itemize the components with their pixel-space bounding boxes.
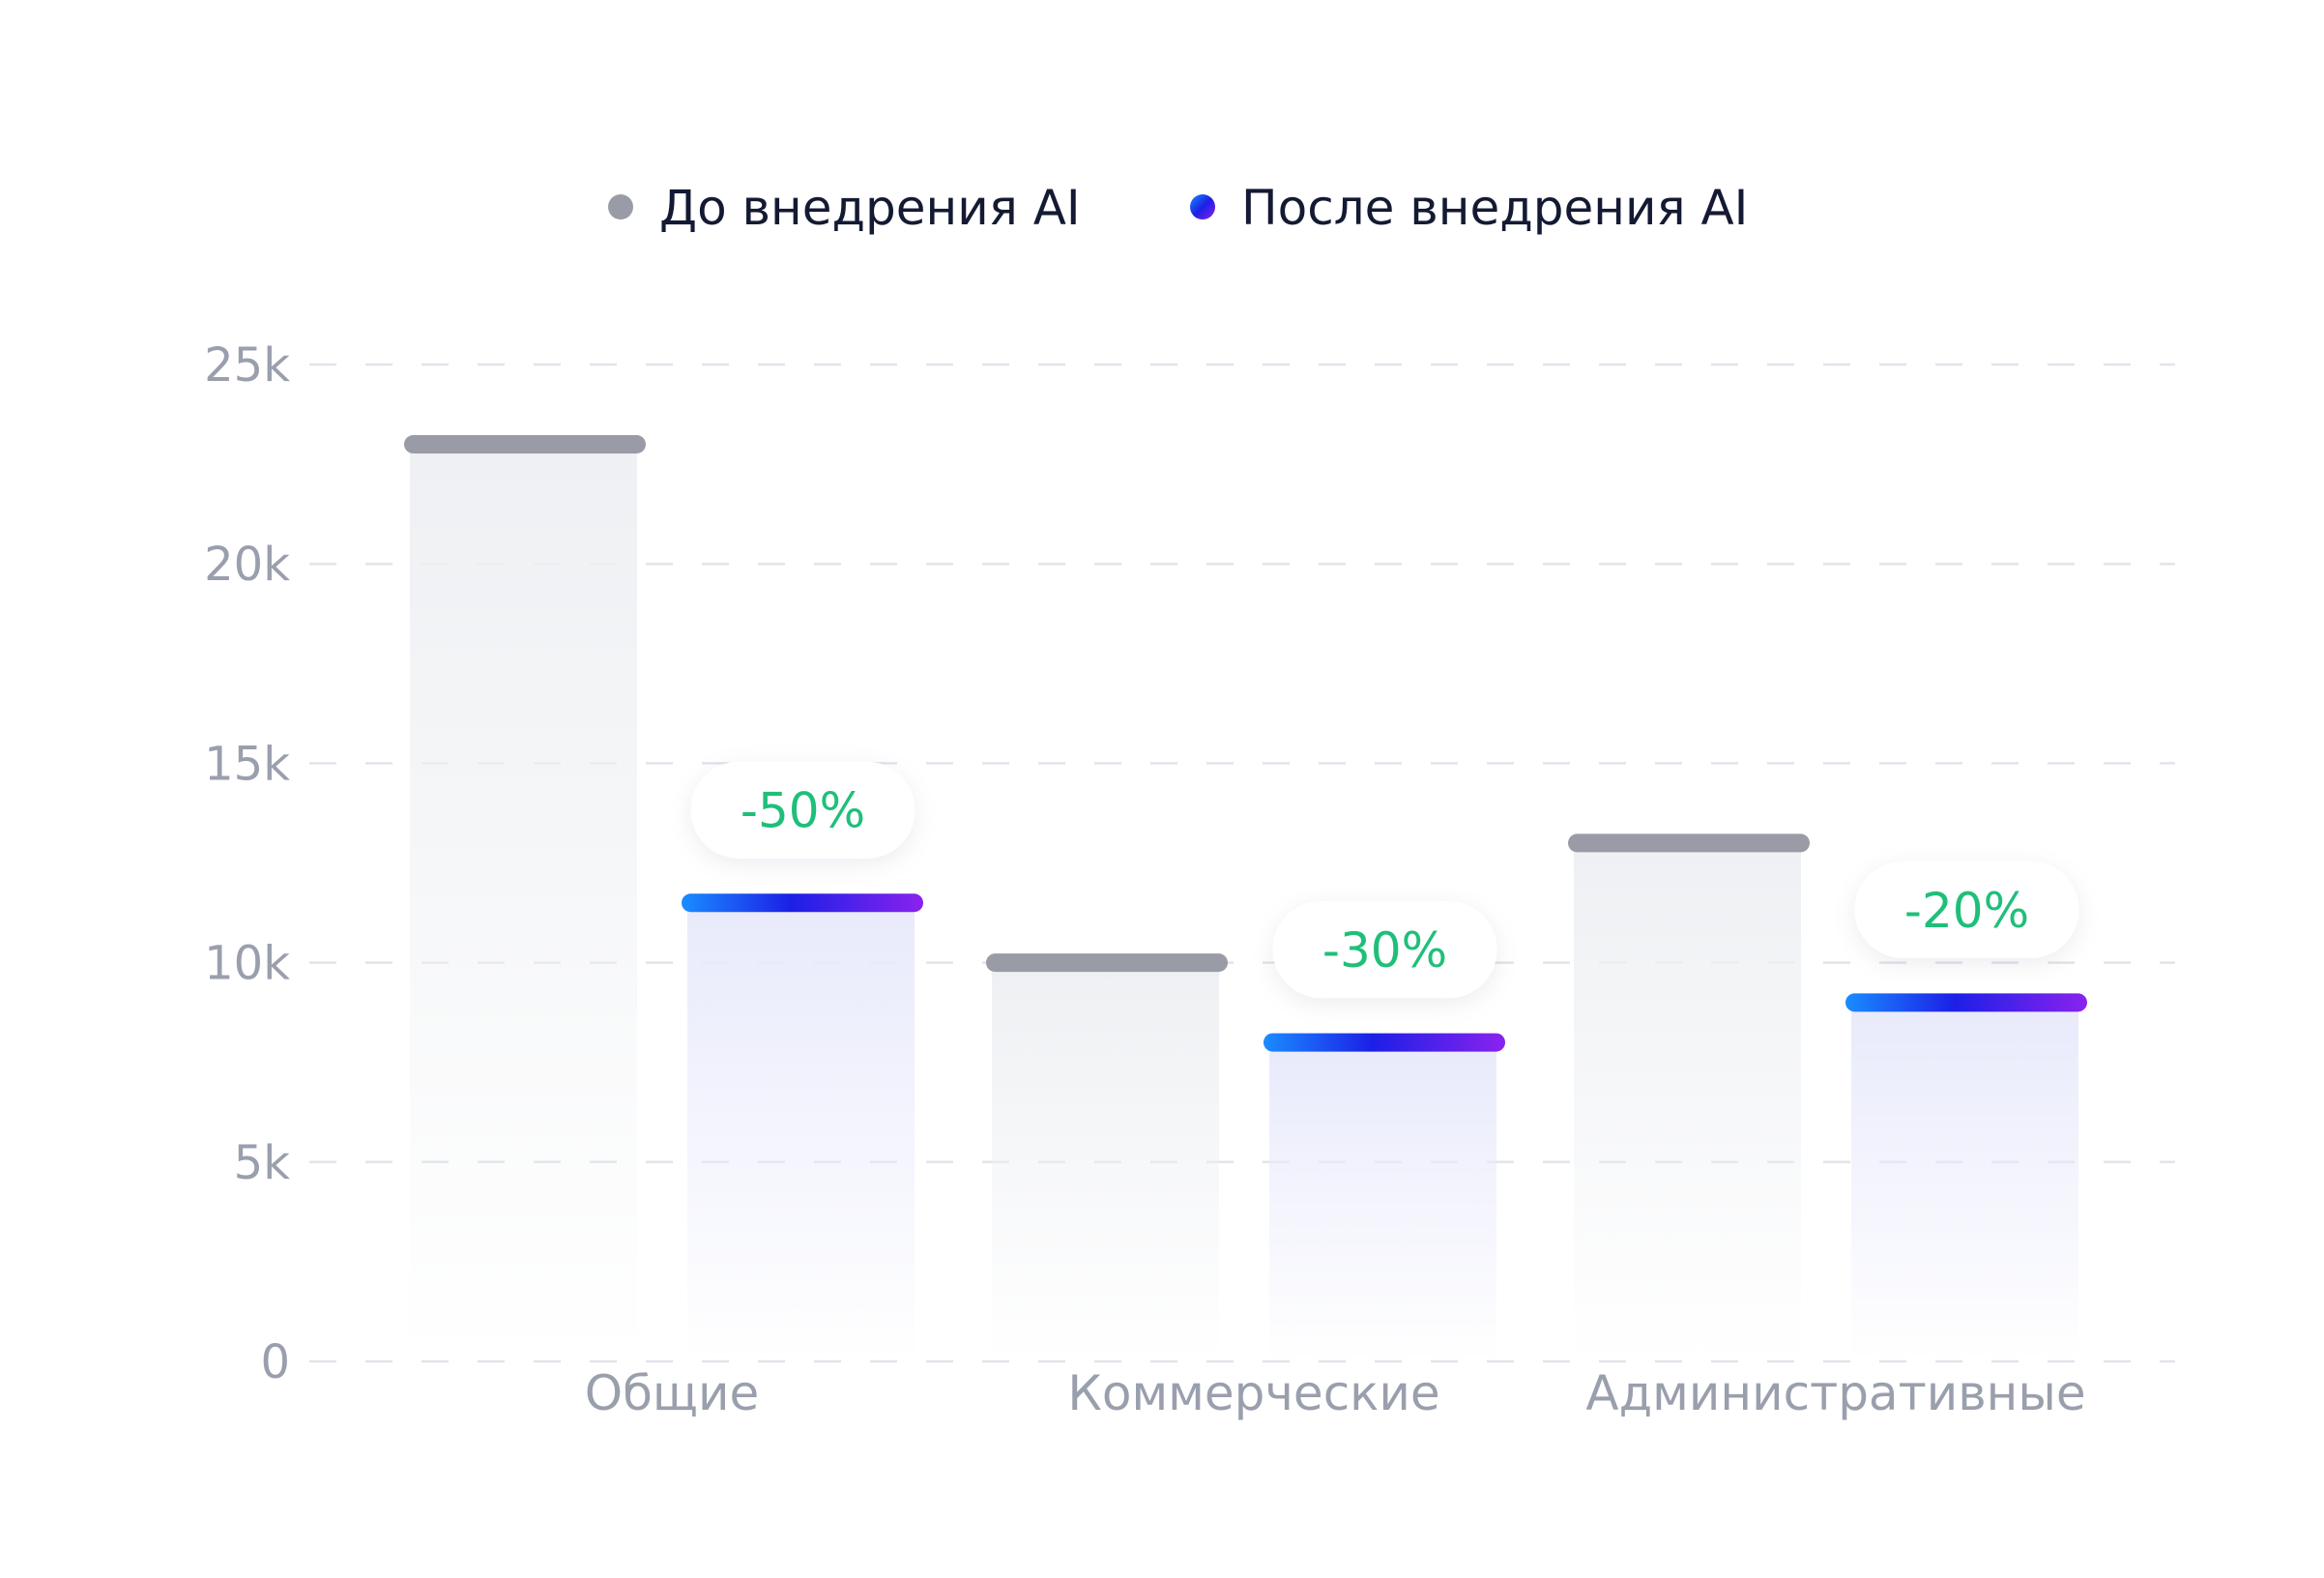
bar-after-fill: [687, 902, 915, 1361]
x-category-label: Коммерческие: [1067, 1365, 1439, 1421]
change-badges: -50% -30% -20%: [690, 761, 2079, 999]
change-badge: [1854, 861, 2079, 958]
bar-after-cap: [1845, 993, 2087, 1012]
bar-after-cap: [1264, 1033, 1505, 1052]
legend-dot-after: [1190, 194, 1215, 219]
legend-item-before: До внедрения AI: [608, 180, 1081, 236]
y-tick-label: 10k: [204, 937, 290, 991]
y-tick-label: 20k: [204, 538, 290, 592]
y-tick-label: 15k: [204, 737, 290, 791]
legend-label-before: До внедрения AI: [659, 180, 1081, 236]
bar-before-cap: [1568, 833, 1810, 853]
bar-before-cap: [404, 434, 646, 453]
change-label: -50%: [741, 783, 865, 839]
x-axis: Общие Коммерческие Административные: [585, 1365, 2086, 1421]
bar-after-fill: [1269, 1042, 1496, 1361]
bars: [404, 434, 2087, 1362]
legend: До внедрения AI После внедрения AI: [608, 180, 1748, 236]
y-tick-label: 5k: [234, 1136, 291, 1190]
bar-after-fill: [1851, 1002, 2078, 1361]
legend-label-after: После внедрения AI: [1241, 180, 1748, 236]
change-label: -20%: [1904, 883, 2029, 939]
y-tick-label: 25k: [204, 338, 290, 393]
change-badge: [1272, 901, 1497, 999]
change-label: -30%: [1322, 922, 1447, 979]
y-tick-label: 0: [260, 1335, 290, 1389]
change-badge: [690, 761, 915, 859]
legend-dot-before: [608, 194, 633, 219]
x-category-label: Общие: [585, 1365, 760, 1421]
bar-before-fill: [410, 444, 637, 1362]
bar-before-fill: [1574, 842, 1801, 1361]
bar-after-cap: [682, 893, 923, 913]
bar-before-cap: [986, 953, 1228, 973]
bar-before-fill: [992, 962, 1219, 1361]
y-axis: 0 5k 10k 15k 20k 25k: [204, 338, 290, 1389]
x-category-label: Административные: [1585, 1365, 2085, 1421]
legend-item-after: После внедрения AI: [1190, 180, 1748, 236]
